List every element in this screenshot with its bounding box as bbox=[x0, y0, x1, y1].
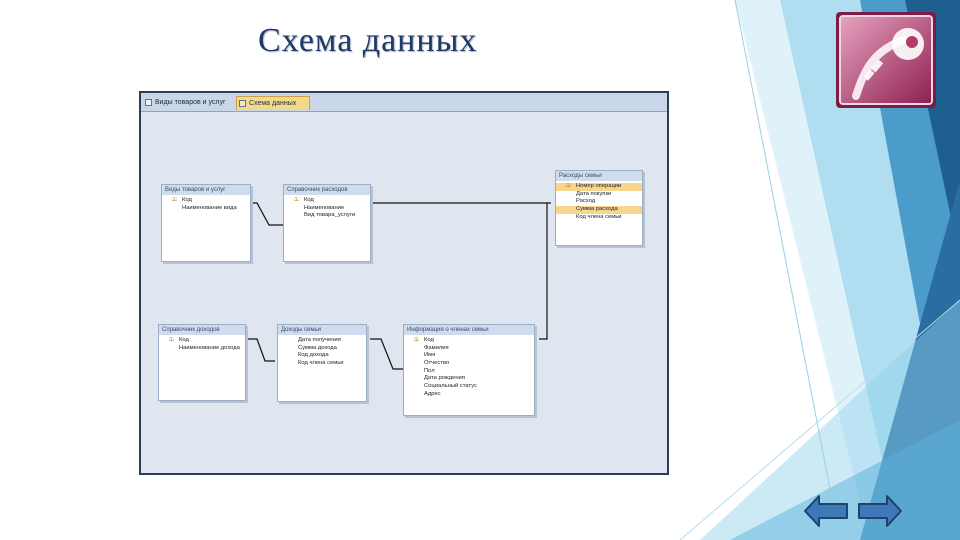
field-row[interactable]: Фамилия bbox=[404, 345, 534, 353]
table-title[interactable]: Доходы семьи bbox=[278, 325, 366, 335]
field-label: Дата покупки bbox=[576, 190, 612, 197]
key-icon: ⚿ bbox=[294, 197, 299, 203]
table-title[interactable]: Справочник доходов bbox=[159, 325, 245, 335]
field-label: Наименование вида bbox=[182, 204, 237, 211]
arrow-left-icon[interactable] bbox=[803, 493, 849, 529]
key-icon: ⚿ bbox=[169, 337, 174, 343]
table-title[interactable]: Виды товаров и услуг bbox=[162, 185, 250, 195]
table-title[interactable]: Справочник расходов bbox=[284, 185, 370, 195]
field-label: Наименование дохода bbox=[179, 344, 240, 351]
field-row[interactable]: Вид товара_услуги bbox=[284, 212, 370, 220]
field-row[interactable]: ⚿ Код bbox=[284, 197, 370, 205]
field-row[interactable]: Социальный статус bbox=[404, 383, 534, 391]
field-label: Фамилия bbox=[424, 344, 449, 351]
slide-title: Схема данных bbox=[258, 22, 478, 59]
field-label: Расход bbox=[576, 198, 596, 205]
field-row[interactable]: Код члена семьи bbox=[278, 360, 366, 368]
field-label: Социальный статус bbox=[424, 383, 477, 390]
field-row[interactable]: Наименование дохода bbox=[159, 345, 245, 353]
field-row[interactable]: ⚿ Код bbox=[162, 197, 250, 205]
ms-access-logo-icon bbox=[836, 12, 936, 108]
field-row[interactable]: Дата рождения bbox=[404, 375, 534, 383]
relationship-window: Виды товаров и услуг Схема данных Виды т… bbox=[139, 91, 669, 475]
table-family-income[interactable]: Доходы семьи Дата получения Сумма дохода… bbox=[277, 324, 367, 402]
field-row[interactable]: Пол bbox=[404, 368, 534, 376]
field-row[interactable]: Дата покупки bbox=[556, 191, 642, 199]
field-row[interactable]: Расход bbox=[556, 198, 642, 206]
table-income-directory[interactable]: Справочник доходов ⚿ Код Наименование дох… bbox=[158, 324, 246, 401]
relation-line bbox=[247, 338, 275, 362]
field-label: Сумма расхода bbox=[576, 206, 618, 213]
table-expense-directory[interactable]: Справочник расходов ⚿ Код Наименование Ви… bbox=[283, 184, 371, 262]
field-label: Дата получения bbox=[298, 337, 341, 343]
table-title[interactable]: Информация о членах семьи bbox=[404, 325, 534, 335]
field-row[interactable]: Адрес bbox=[404, 391, 534, 399]
key-icon: ⚿ bbox=[414, 337, 419, 343]
field-label: Код bbox=[304, 197, 314, 203]
field-row[interactable]: ⚿ Код bbox=[404, 337, 534, 345]
field-label: Код bbox=[182, 197, 192, 203]
document-tab-bar: Виды товаров и услуг Схема данных bbox=[141, 93, 667, 112]
field-label: Имя bbox=[424, 352, 436, 359]
field-row[interactable]: Отчество bbox=[404, 360, 534, 368]
field-label: Номер операции bbox=[576, 183, 622, 189]
arrow-right-icon[interactable] bbox=[857, 493, 903, 529]
table-title[interactable]: Расходы семьи bbox=[556, 171, 642, 181]
relation-line bbox=[251, 202, 283, 226]
field-row[interactable]: Наименование вида bbox=[162, 205, 250, 213]
field-row[interactable]: Код члена семьи bbox=[556, 214, 642, 222]
field-label: Вид товара_услуги bbox=[304, 212, 356, 219]
field-label: Код bbox=[424, 337, 434, 343]
field-label: Код члена семьи bbox=[298, 360, 344, 367]
relationship-lines bbox=[247, 202, 551, 370]
field-label: Код дохода bbox=[298, 352, 329, 359]
field-row[interactable]: ⚿ Номер операции bbox=[556, 183, 642, 191]
tab-products-services[interactable]: Виды товаров и услуг bbox=[143, 96, 235, 110]
field-row[interactable]: Имя bbox=[404, 352, 534, 360]
relation-line bbox=[539, 203, 548, 340]
field-label: Код bbox=[179, 337, 189, 343]
table-family-expenses[interactable]: Расходы семьи ⚿ Номер операции Дата покуп… bbox=[555, 170, 643, 246]
key-icon: ⚿ bbox=[566, 183, 571, 189]
tab-label: Виды товаров и услуг bbox=[155, 99, 226, 106]
key-icon: ⚿ bbox=[172, 197, 177, 203]
table-products-services[interactable]: Виды товаров и услуг ⚿ Код Наименование в… bbox=[161, 184, 251, 262]
relationships-icon bbox=[239, 100, 246, 107]
tab-label: Схема данных bbox=[249, 100, 297, 107]
field-label: Отчество bbox=[424, 360, 450, 367]
field-row[interactable]: Сумма дохода bbox=[278, 345, 366, 353]
field-label: Сумма дохода bbox=[298, 344, 337, 351]
relation-line bbox=[370, 338, 403, 370]
field-row[interactable]: Дата получения bbox=[278, 337, 366, 345]
field-label: Дата рождения bbox=[424, 375, 465, 382]
table-family-members[interactable]: Информация о членах семьи ⚿ Код Фамилия И… bbox=[403, 324, 535, 416]
table-icon bbox=[145, 99, 152, 106]
tab-data-schema[interactable]: Схема данных bbox=[236, 96, 310, 110]
field-label: Наименование bbox=[304, 204, 345, 211]
field-label: Пол bbox=[424, 367, 435, 374]
field-row[interactable]: ⚿ Код bbox=[159, 337, 245, 345]
field-label: Код члена семьи bbox=[576, 213, 622, 220]
field-row[interactable]: Сумма расхода bbox=[556, 206, 642, 214]
field-row[interactable]: Код дохода bbox=[278, 352, 366, 360]
field-label: Адрес bbox=[424, 390, 441, 397]
field-row[interactable]: Наименование bbox=[284, 205, 370, 213]
